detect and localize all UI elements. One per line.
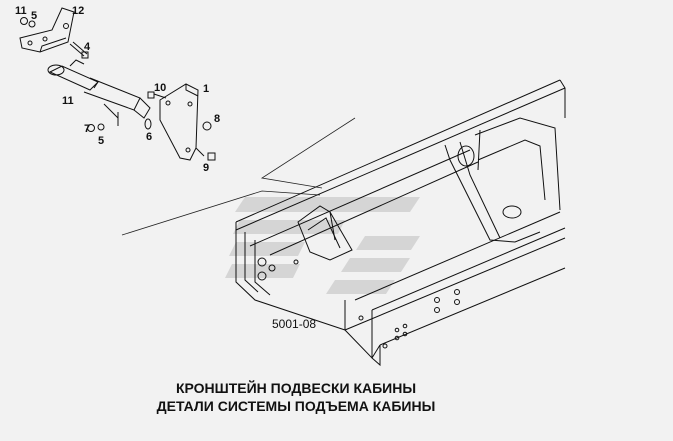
frame-assembly (235, 79, 566, 367)
part-bracket-12 (19, 7, 75, 53)
callout-5-top: 5 (31, 10, 37, 22)
part-cylinder-11 (47, 59, 151, 126)
part-bolt-4 (69, 41, 89, 59)
nut-washer-lower (87, 123, 105, 132)
watermark-logo (225, 197, 420, 294)
part-washer-6 (144, 118, 152, 130)
part-nut-8 (202, 121, 212, 131)
caption-line-2: ДЕТАЛИ СИСТЕМЫ ПОДЪЕМА КАБИНЫ (157, 398, 436, 414)
callout-5-lower: 5 (98, 135, 104, 147)
part-bolt-9 (195, 147, 216, 161)
cab-outline (121, 117, 356, 236)
caption-line-1: КРОНШТЕЙН ПОДВЕСКИ КАБИНЫ (176, 379, 416, 396)
callout-11: 11 (62, 95, 74, 107)
callout-7-lower: 7 (84, 123, 90, 135)
callout-6: 6 (146, 131, 152, 143)
part-plate-1 (159, 83, 199, 161)
part-bolt-10 (147, 91, 167, 99)
callout-10: 10 (154, 82, 166, 94)
drawing-code: 5001-08 (272, 317, 316, 331)
callout-1: 1 (203, 83, 209, 95)
callout-8: 8 (214, 113, 220, 125)
callout-9: 9 (203, 162, 209, 174)
callout-7-top: 11 (15, 5, 27, 17)
callout-12: 12 (72, 5, 84, 17)
nut-washer-top (20, 17, 36, 28)
callout-4: 4 (84, 41, 91, 53)
